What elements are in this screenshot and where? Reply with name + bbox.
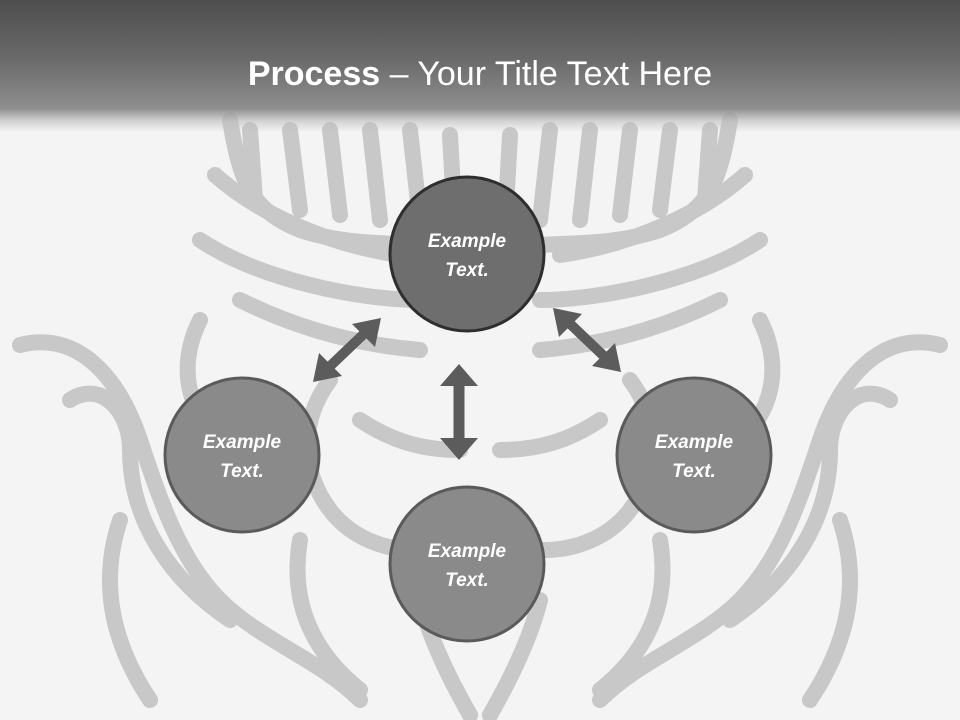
node-right-line-2: Text. — [672, 461, 716, 482]
title-rest: – Your Title Text Here — [380, 55, 713, 93]
node-top-line-2: Text. — [445, 260, 489, 281]
arrow-top-left — [313, 318, 381, 382]
title-bar — [0, 0, 960, 132]
node-top: Example Text. — [388, 175, 546, 333]
title-bold: Process — [247, 55, 381, 93]
node-bottom: Example Text. — [388, 485, 546, 643]
node-bottom-line-2: Text. — [445, 570, 489, 591]
node-right: Example Text. — [615, 376, 773, 534]
node-top-line-1: Example — [428, 231, 507, 252]
node-right-line-1: Example — [655, 432, 734, 453]
arrow-top-right — [553, 308, 621, 372]
arrow-vertical — [440, 364, 478, 460]
node-left-line-1: Example — [203, 432, 282, 453]
node-left-line-2: Text. — [220, 461, 264, 482]
node-bottom-line-1: Example — [428, 541, 507, 562]
node-left: Example Text. — [163, 376, 321, 534]
page-title: Process – Your Title Text Here — [0, 50, 960, 98]
